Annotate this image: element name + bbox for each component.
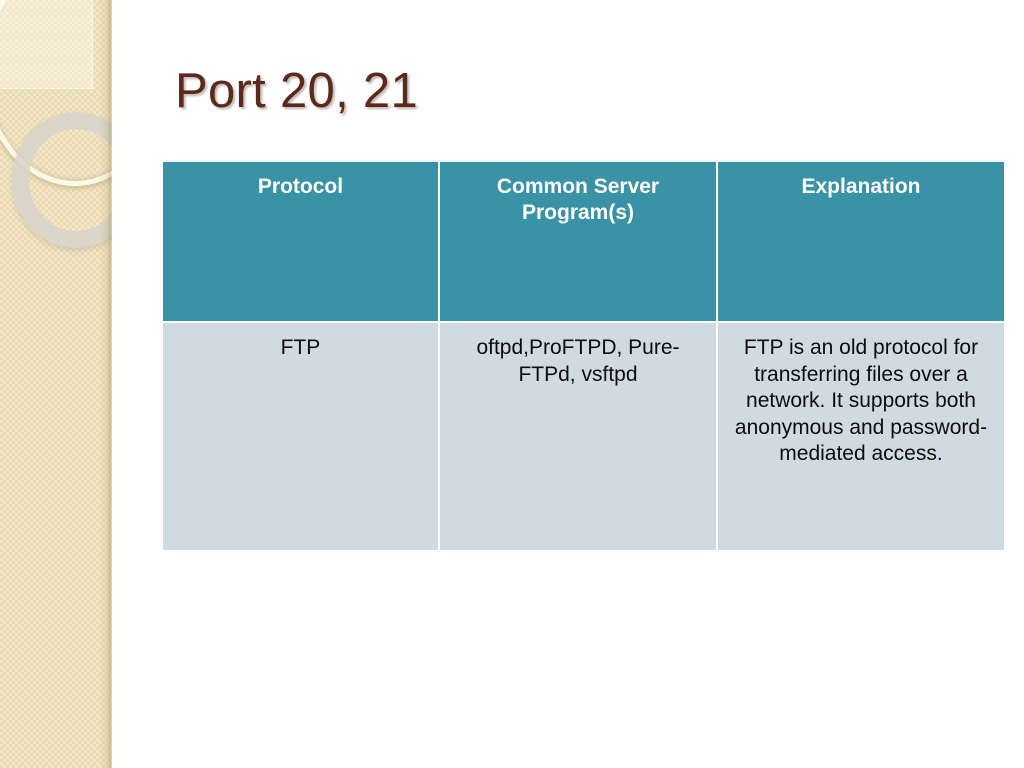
table-row: FTP oftpd,ProFTPD, Pure-FTPd, vsftpd FTP… [163, 321, 1004, 550]
column-header-protocol: Protocol [163, 160, 440, 321]
column-header-explanation: Explanation [718, 160, 1004, 321]
table-header-row: Protocol Common Server Program(s) Explan… [163, 160, 1004, 321]
decorative-sidebar [0, 0, 112, 768]
port-protocol-table: Protocol Common Server Program(s) Explan… [163, 160, 1004, 550]
page-title: Port 20, 21 [175, 64, 419, 118]
column-header-common-server-programs: Common Server Program(s) [440, 160, 718, 321]
sidebar-edge-shadow [99, 0, 112, 768]
cell-programs: oftpd,ProFTPD, Pure-FTPd, vsftpd [440, 321, 718, 550]
cell-explanation: FTP is an old protocol for transferring … [718, 321, 1004, 550]
cell-protocol: FTP [163, 321, 440, 550]
